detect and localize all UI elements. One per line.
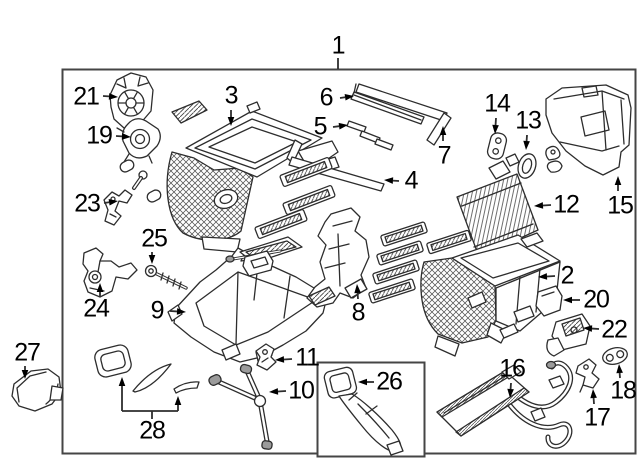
part-rollers-and-pin: [119, 159, 162, 203]
arrow-head-25: [148, 255, 156, 264]
part-side-duct: [11, 368, 64, 412]
callout-23[interactable]: 23: [74, 189, 101, 218]
callout-25[interactable]: 25: [141, 224, 168, 253]
callout-4[interactable]: 4: [404, 166, 419, 195]
arrow-head-27: [21, 370, 29, 379]
arrow-head-12: [534, 202, 544, 209]
arrow-head-8: [354, 284, 361, 294]
arrow-head-9: [176, 308, 186, 315]
part-main-housing: [420, 232, 561, 357]
callout-2[interactable]: 2: [560, 261, 575, 290]
callout-21[interactable]: 21: [73, 82, 100, 111]
part-drain-hose: [208, 363, 273, 450]
part-floor-duct: [323, 366, 404, 456]
arrow-head-28: [174, 396, 182, 405]
arrow-head-6: [344, 94, 354, 101]
arrow-head-20: [563, 296, 572, 304]
callout-1[interactable]: 1: [331, 31, 346, 60]
arrow-head-13: [523, 140, 530, 150]
arrow-head-21: [108, 93, 118, 100]
arrow-head-18: [616, 364, 623, 374]
arrow-head-11: [275, 356, 285, 363]
callout-16[interactable]: 16: [499, 354, 526, 383]
part-clips: [545, 145, 563, 173]
callout-9[interactable]: 9: [150, 296, 165, 325]
arrow-head-15: [614, 176, 622, 185]
part-mount-bracket: [82, 247, 138, 298]
arrow-head-3: [227, 117, 235, 126]
part-louver-strips-a: [254, 157, 336, 239]
callout-5[interactable]: 5: [313, 112, 328, 141]
arrow-head-19: [121, 133, 131, 140]
arrow-head-16: [507, 388, 514, 398]
callout-27[interactable]: 27: [14, 338, 41, 367]
part-pipe-bracket: [575, 358, 600, 393]
callout-28[interactable]: 28: [139, 416, 166, 445]
part-pipe-grommet: [602, 347, 628, 365]
part-center-door-assembly: [306, 207, 370, 308]
part-link-rod: [225, 249, 282, 277]
callout-24[interactable]: 24: [83, 294, 110, 323]
callout-15[interactable]: 15: [607, 191, 634, 220]
callout-leaders: [21, 58, 623, 419]
callout-3[interactable]: 3: [224, 81, 239, 110]
arrow-head-24: [96, 283, 104, 292]
part-louver-strips-b: [368, 221, 472, 304]
part-clip-bracket: [103, 189, 133, 226]
arrow-head-5: [338, 122, 348, 130]
arrow-shaft-23: [103, 201, 110, 204]
callout-18[interactable]: 18: [610, 376, 637, 405]
part-door-20: [535, 285, 563, 317]
arrow-head-14: [492, 124, 499, 134]
part-heater-core: [436, 360, 573, 449]
part-seal-set: [94, 344, 200, 394]
callout-17[interactable]: 17: [584, 403, 611, 432]
part-screw: [144, 264, 188, 290]
arrow-head-7: [439, 126, 447, 135]
callout-7[interactable]: 7: [437, 141, 452, 170]
arrow-head-2: [538, 273, 548, 280]
arrow-head-28: [118, 377, 126, 386]
part-actuator-22: [546, 313, 591, 357]
callout-20[interactable]: 20: [583, 285, 610, 314]
arrow-head-4: [384, 177, 394, 184]
arrow-head-17: [590, 389, 597, 399]
callout-22[interactable]: 22: [601, 315, 628, 344]
callout-13[interactable]: 13: [515, 106, 542, 135]
part-seal-strips-5: [346, 120, 394, 151]
arrow-head-22: [583, 325, 593, 332]
callout-6[interactable]: 6: [319, 83, 334, 112]
part-small-bracket: [255, 343, 277, 371]
part-grommet-14: [486, 132, 508, 160]
arrow-head-23: [108, 199, 118, 206]
callout-8[interactable]: 8: [351, 298, 366, 327]
part-grille-bracket: [109, 72, 154, 129]
callout-14[interactable]: 14: [484, 89, 511, 118]
callout-11[interactable]: 11: [295, 343, 320, 372]
callout-12[interactable]: 12: [553, 190, 580, 219]
part-seal-13: [517, 153, 537, 179]
part-cover-panel: [545, 84, 632, 176]
callout-26[interactable]: 26: [376, 367, 403, 396]
arrow-head-10: [269, 388, 279, 395]
part-small-blocks: [499, 305, 565, 389]
arrow-shaft-5: [332, 125, 340, 128]
part-seal-frame-7: [353, 83, 452, 146]
callout-10[interactable]: 10: [288, 376, 315, 405]
callout-19[interactable]: 19: [86, 121, 113, 150]
arrow-head-26: [358, 378, 367, 386]
arrow-shaft-6: [339, 96, 346, 99]
